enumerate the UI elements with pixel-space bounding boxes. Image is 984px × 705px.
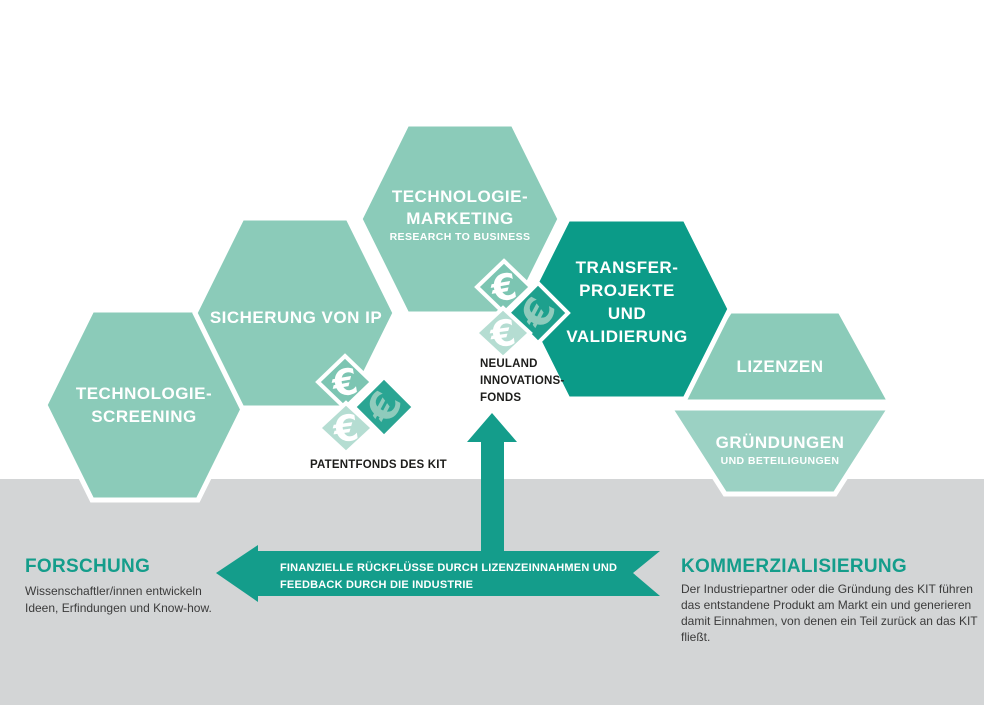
lizenzen-label: LIZENZEN	[736, 357, 823, 376]
euro-icon: €	[330, 407, 362, 451]
transfer-label-line4: VALIDIERUNG	[566, 327, 687, 346]
patentfonds-cube: € € €	[315, 353, 417, 456]
neuland-label-line3: FONDS	[480, 392, 521, 404]
transfer-label-line1: TRANSFER-	[576, 258, 679, 277]
neuland-label-line1: NEULAND	[480, 358, 538, 370]
screening-label-line2: SCREENING	[91, 407, 197, 426]
kommerzialisierung-desc-line2: das entstandene Produkt am Markt ein und…	[681, 598, 971, 612]
euro-icon: €	[487, 312, 519, 356]
gruendungen-subtitle: UND BETEILIGUNGEN	[721, 455, 840, 467]
forschung-desc-line2: Ideen, Erfindungen und Know-how.	[25, 601, 212, 615]
euro-diamond	[473, 305, 533, 361]
forschung-desc-line1: Wissenschaftler/innen entwickeln	[25, 584, 202, 598]
euro-diamond	[316, 400, 376, 456]
feedback-arrow-text-line1: FINANZIELLE RÜCKFLÜSSE DURCH LIZENZEINNA…	[280, 561, 617, 574]
patentfonds-label: PATENTFONDS DES KIT	[310, 459, 447, 471]
kommerzialisierung-desc-line1: Der Industriepartner oder die Gründung d…	[681, 582, 973, 596]
marketing-label-line2: MARKETING	[406, 209, 513, 228]
hexagon-gruendungen	[665, 405, 895, 497]
transfer-label-line3: UND	[608, 304, 646, 323]
marketing-label-line1: TECHNOLOGIE-	[392, 187, 528, 206]
transfer-label-line2: PROJEKTE	[579, 281, 675, 300]
kommerzialisierung-heading: KOMMERZIALISIERUNG	[681, 556, 907, 577]
upward-arrow	[467, 413, 517, 575]
feedback-arrow-text-line2: FEEDBACK DURCH DIE INDUSTRIE	[280, 579, 473, 591]
hexagon-transfer-projekte	[520, 216, 733, 402]
neuland-label-line2: INNOVATIONS-	[480, 375, 564, 387]
feedback-arrow	[216, 545, 660, 602]
gruendungen-label: GRÜNDUNGEN	[716, 433, 845, 452]
sicherung-label: SICHERUNG VON IP	[210, 308, 382, 327]
forschung-heading: FORSCHUNG	[25, 556, 150, 577]
kommerzialisierung-desc-line4: fließt.	[681, 630, 710, 644]
kommerzialisierung-desc-line3: damit Einnahmen, von denen ein Teil zurü…	[681, 614, 978, 628]
screening-label-line1: TECHNOLOGIE-	[76, 384, 212, 403]
neuland-cube: € € €	[473, 258, 571, 361]
marketing-subtitle: RESEARCH TO BUSINESS	[390, 231, 531, 243]
